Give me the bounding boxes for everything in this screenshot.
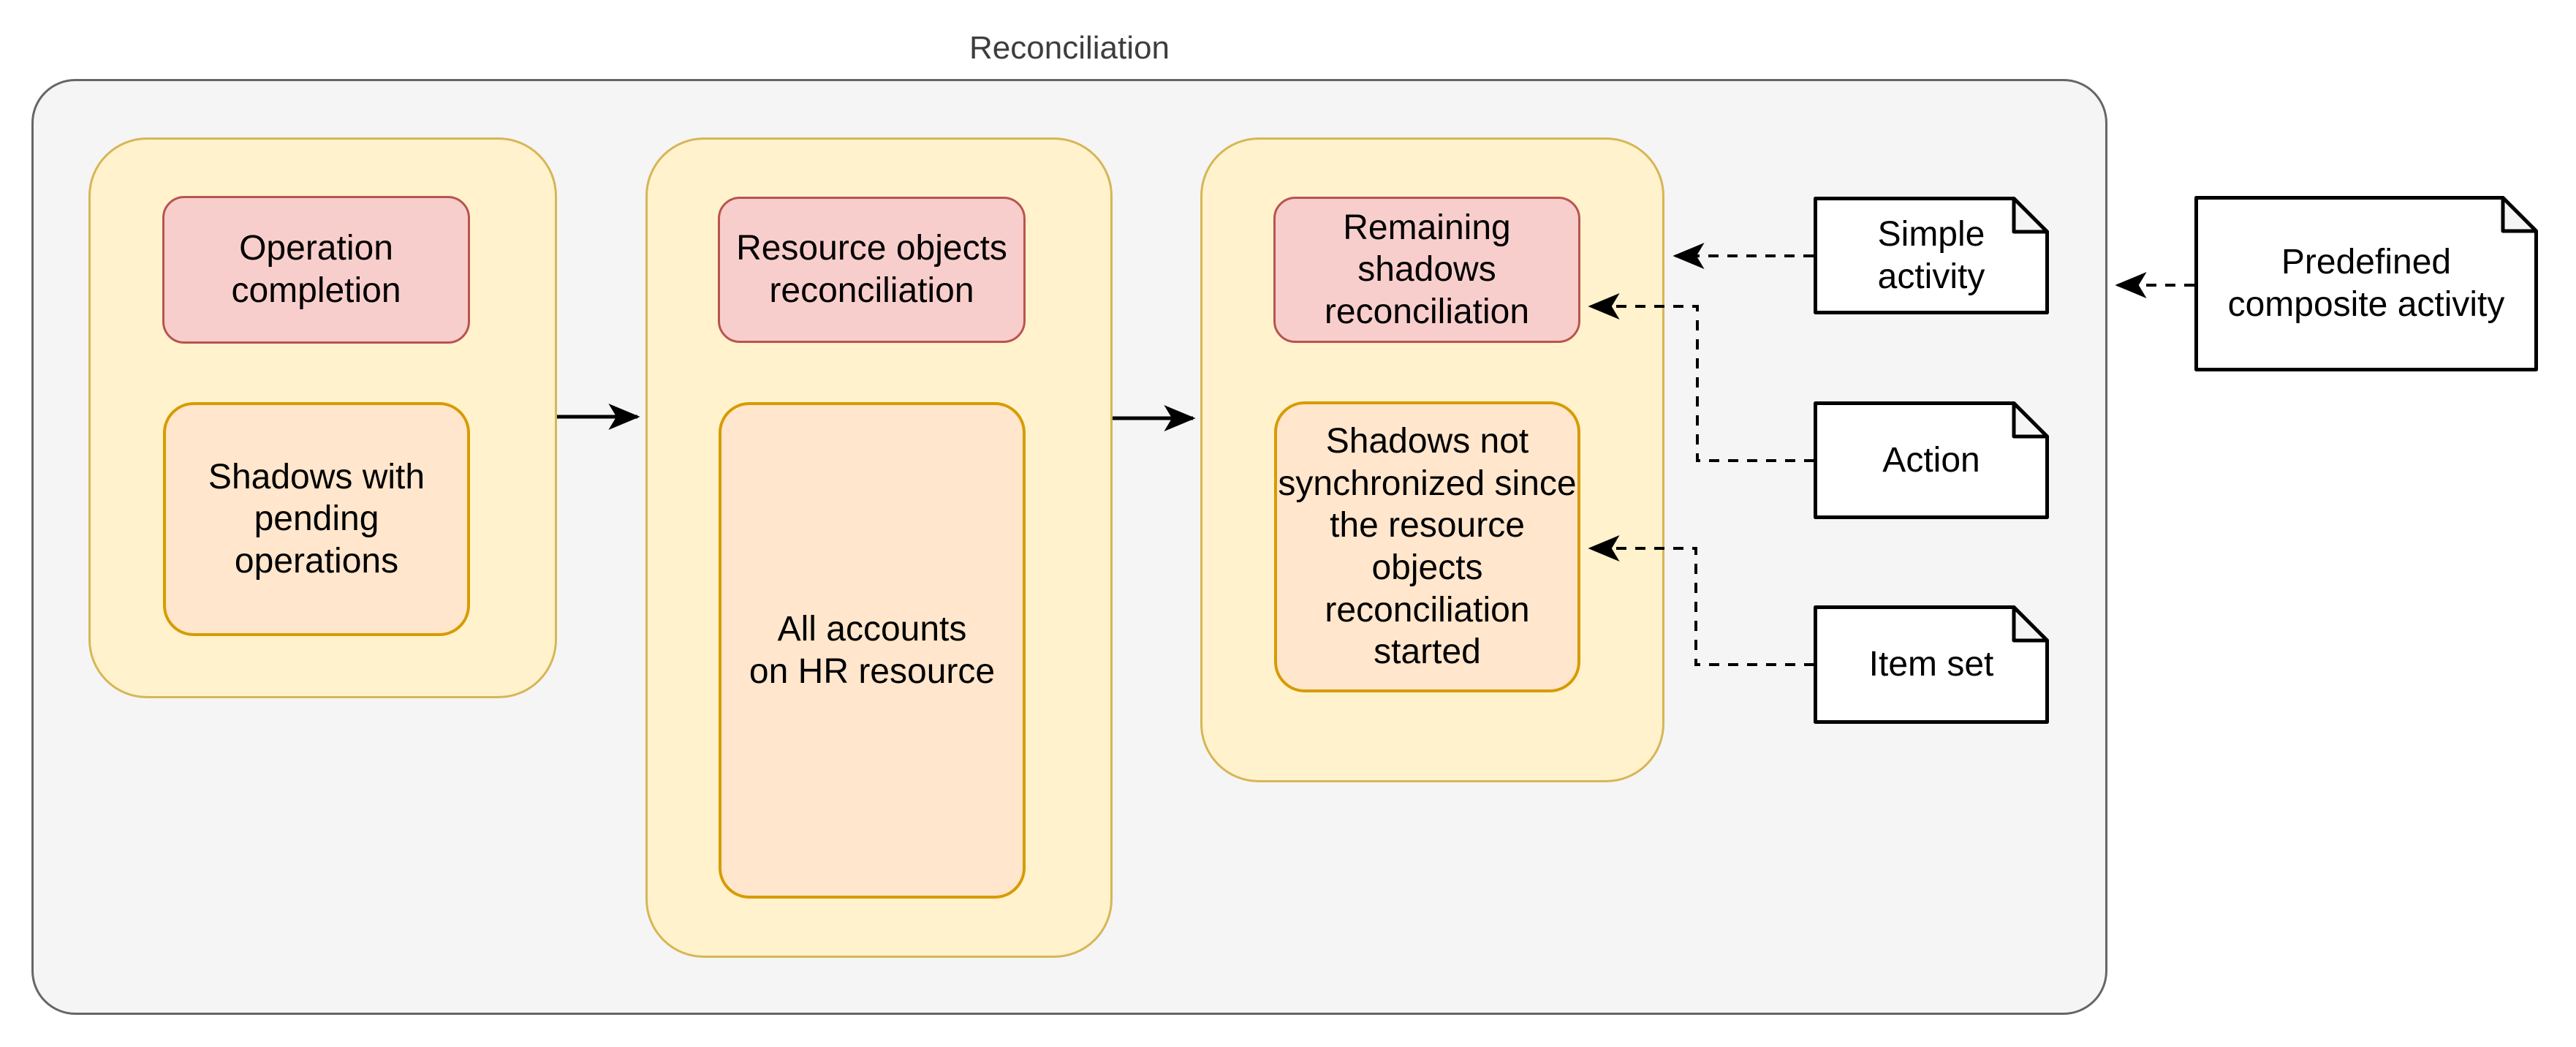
note-simple-activity: Simple activity (1814, 197, 2049, 314)
note-outline (1814, 197, 2049, 314)
note-fold-icon (2012, 401, 2049, 439)
note-shape-svg (2194, 196, 2538, 371)
note-predefined-composite-activity: Predefined composite activity (2194, 196, 2538, 371)
note-fold-icon (2012, 605, 2049, 643)
note-outline (2194, 196, 2538, 371)
note-label: Item set (1868, 645, 1994, 684)
note-label: Action (1882, 440, 1980, 480)
note-fold-icon (2012, 197, 2049, 234)
note-outline (1814, 605, 2049, 724)
note-label: Simple activity (1877, 214, 1985, 296)
note-label: Predefined composite activity (2227, 243, 2505, 324)
note-shape-svg (1814, 401, 2049, 519)
item-set-box-all-accounts-on-hr-resource: All accounts on HR resource (719, 402, 1026, 899)
note-item-set: Item set (1814, 605, 2049, 724)
item-set-box-shadows-not-synchronized: Shadows not synchronized since the resou… (1274, 401, 1580, 692)
item-set-box-shadows-with-pending-operations: Shadows with pending operations (163, 402, 470, 636)
note-outline (1814, 401, 2049, 519)
note-fold-icon (2501, 196, 2538, 233)
task-box-operation-completion: Operation completion (162, 196, 470, 344)
diagram-title: Reconciliation (969, 30, 1170, 66)
note-action: Action (1814, 401, 2049, 519)
task-box-remaining-shadows-reconciliation: Remaining shadows reconciliation (1273, 197, 1580, 343)
task-box-resource-objects-reconciliation: Resource objects reconciliation (718, 197, 1026, 343)
note-shape-svg (1814, 197, 2049, 314)
note-shape-svg (1814, 605, 2049, 724)
